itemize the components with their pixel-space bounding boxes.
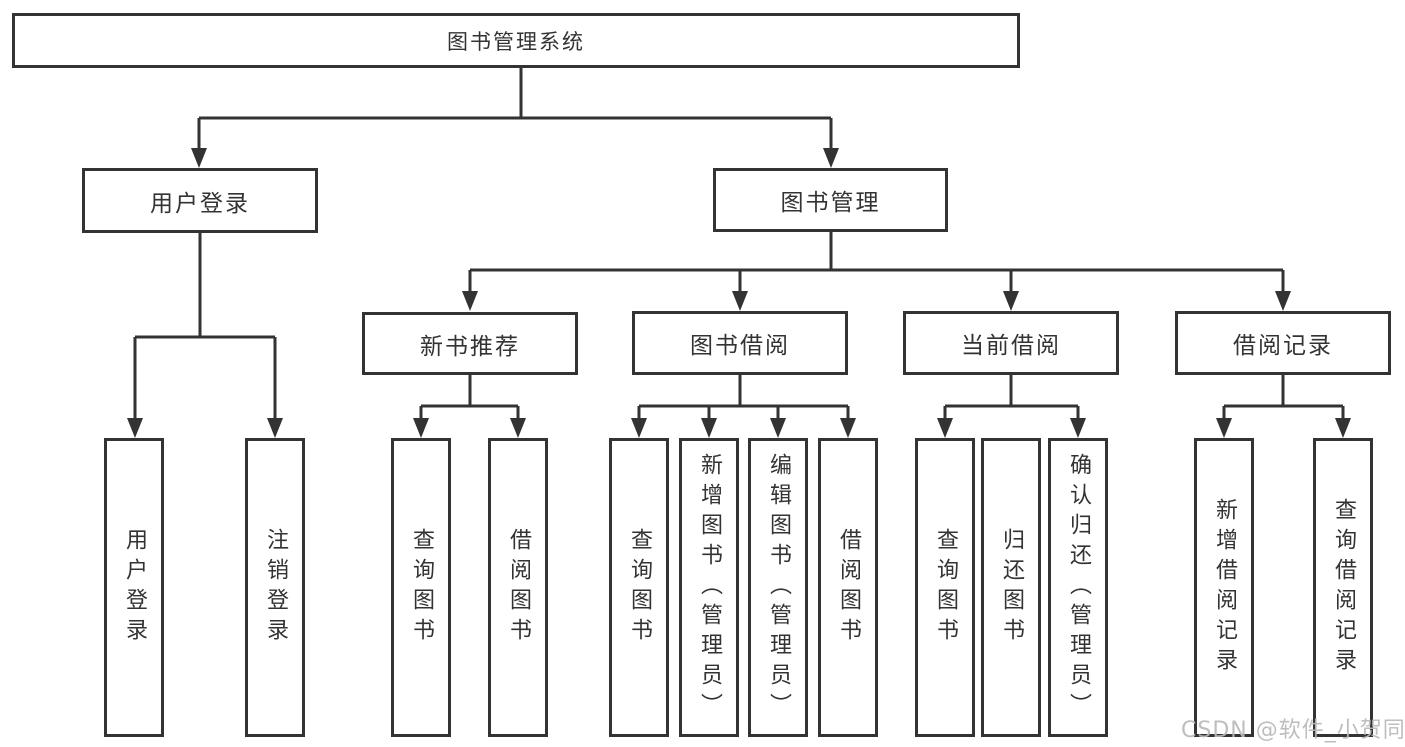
leaf-borrow-edit-book: 编辑图书（管理员） [748, 438, 808, 737]
node-new-book-recommend-label: 新书推荐 [420, 333, 520, 360]
node-user-login: 用户登录 [82, 168, 318, 233]
leaf-borrow-edit-book-label: 编辑图书（管理员） [766, 452, 791, 723]
leaf-borrow-add-book: 新增图书（管理员） [679, 438, 739, 737]
node-current-borrow: 当前借阅 [903, 311, 1119, 375]
leaf-current-return-label: 归还图书 [999, 527, 1024, 648]
csdn-watermark: CSDN @软件_小贺同学 [1181, 718, 1405, 743]
node-book-borrow-label: 图书借阅 [690, 333, 790, 359]
leaf-current-query-label: 查询图书 [933, 527, 958, 648]
node-root-system: 图书管理系统 [12, 13, 1020, 68]
node-book-management: 图书管理 [713, 168, 948, 232]
leaf-current-confirm-return-label: 确认归还（管理员） [1066, 452, 1091, 723]
leaf-current-query: 查询图书 [915, 438, 975, 737]
node-current-borrow-label: 当前借阅 [961, 333, 1061, 359]
leaf-borrow-query-label: 查询图书 [627, 527, 652, 648]
leaf-newbook-borrow: 借阅图书 [488, 438, 548, 737]
leaf-current-confirm-return: 确认归还（管理员） [1048, 438, 1108, 737]
leaf-record-add-label: 新增借阅记录 [1212, 497, 1237, 678]
node-new-book-recommend: 新书推荐 [362, 312, 578, 375]
leaf-logout-label: 注销登录 [263, 527, 288, 648]
arrowheads [127, 148, 1351, 438]
leaf-record-query-label: 查询借阅记录 [1331, 497, 1356, 678]
leaf-newbook-query-label: 查询图书 [409, 527, 434, 648]
node-book-management-label: 图书管理 [780, 190, 881, 216]
node-book-borrow: 图书借阅 [632, 311, 848, 375]
node-user-login-label: 用户登录 [150, 190, 250, 217]
leaf-current-return: 归还图书 [981, 438, 1041, 737]
leaf-newbook-borrow-label: 借阅图书 [506, 527, 531, 648]
node-borrow-record: 借阅记录 [1175, 311, 1391, 375]
leaf-borrow-query: 查询图书 [609, 438, 669, 737]
leaf-borrow-book-label: 借阅图书 [836, 527, 861, 648]
leaf-user-login: 用户登录 [104, 438, 164, 737]
leaf-borrow-book: 借阅图书 [818, 438, 878, 737]
leaf-borrow-add-book-label: 新增图书（管理员） [697, 452, 722, 723]
leaf-user-login-label: 用户登录 [122, 527, 147, 648]
leaf-newbook-query: 查询图书 [391, 438, 451, 737]
leaf-record-query: 查询借阅记录 [1313, 438, 1373, 737]
node-borrow-record-label: 借阅记录 [1233, 333, 1333, 359]
node-root-label: 图书管理系统 [447, 29, 585, 54]
leaf-record-add: 新增借阅记录 [1194, 438, 1254, 737]
leaf-logout: 注销登录 [245, 438, 305, 737]
